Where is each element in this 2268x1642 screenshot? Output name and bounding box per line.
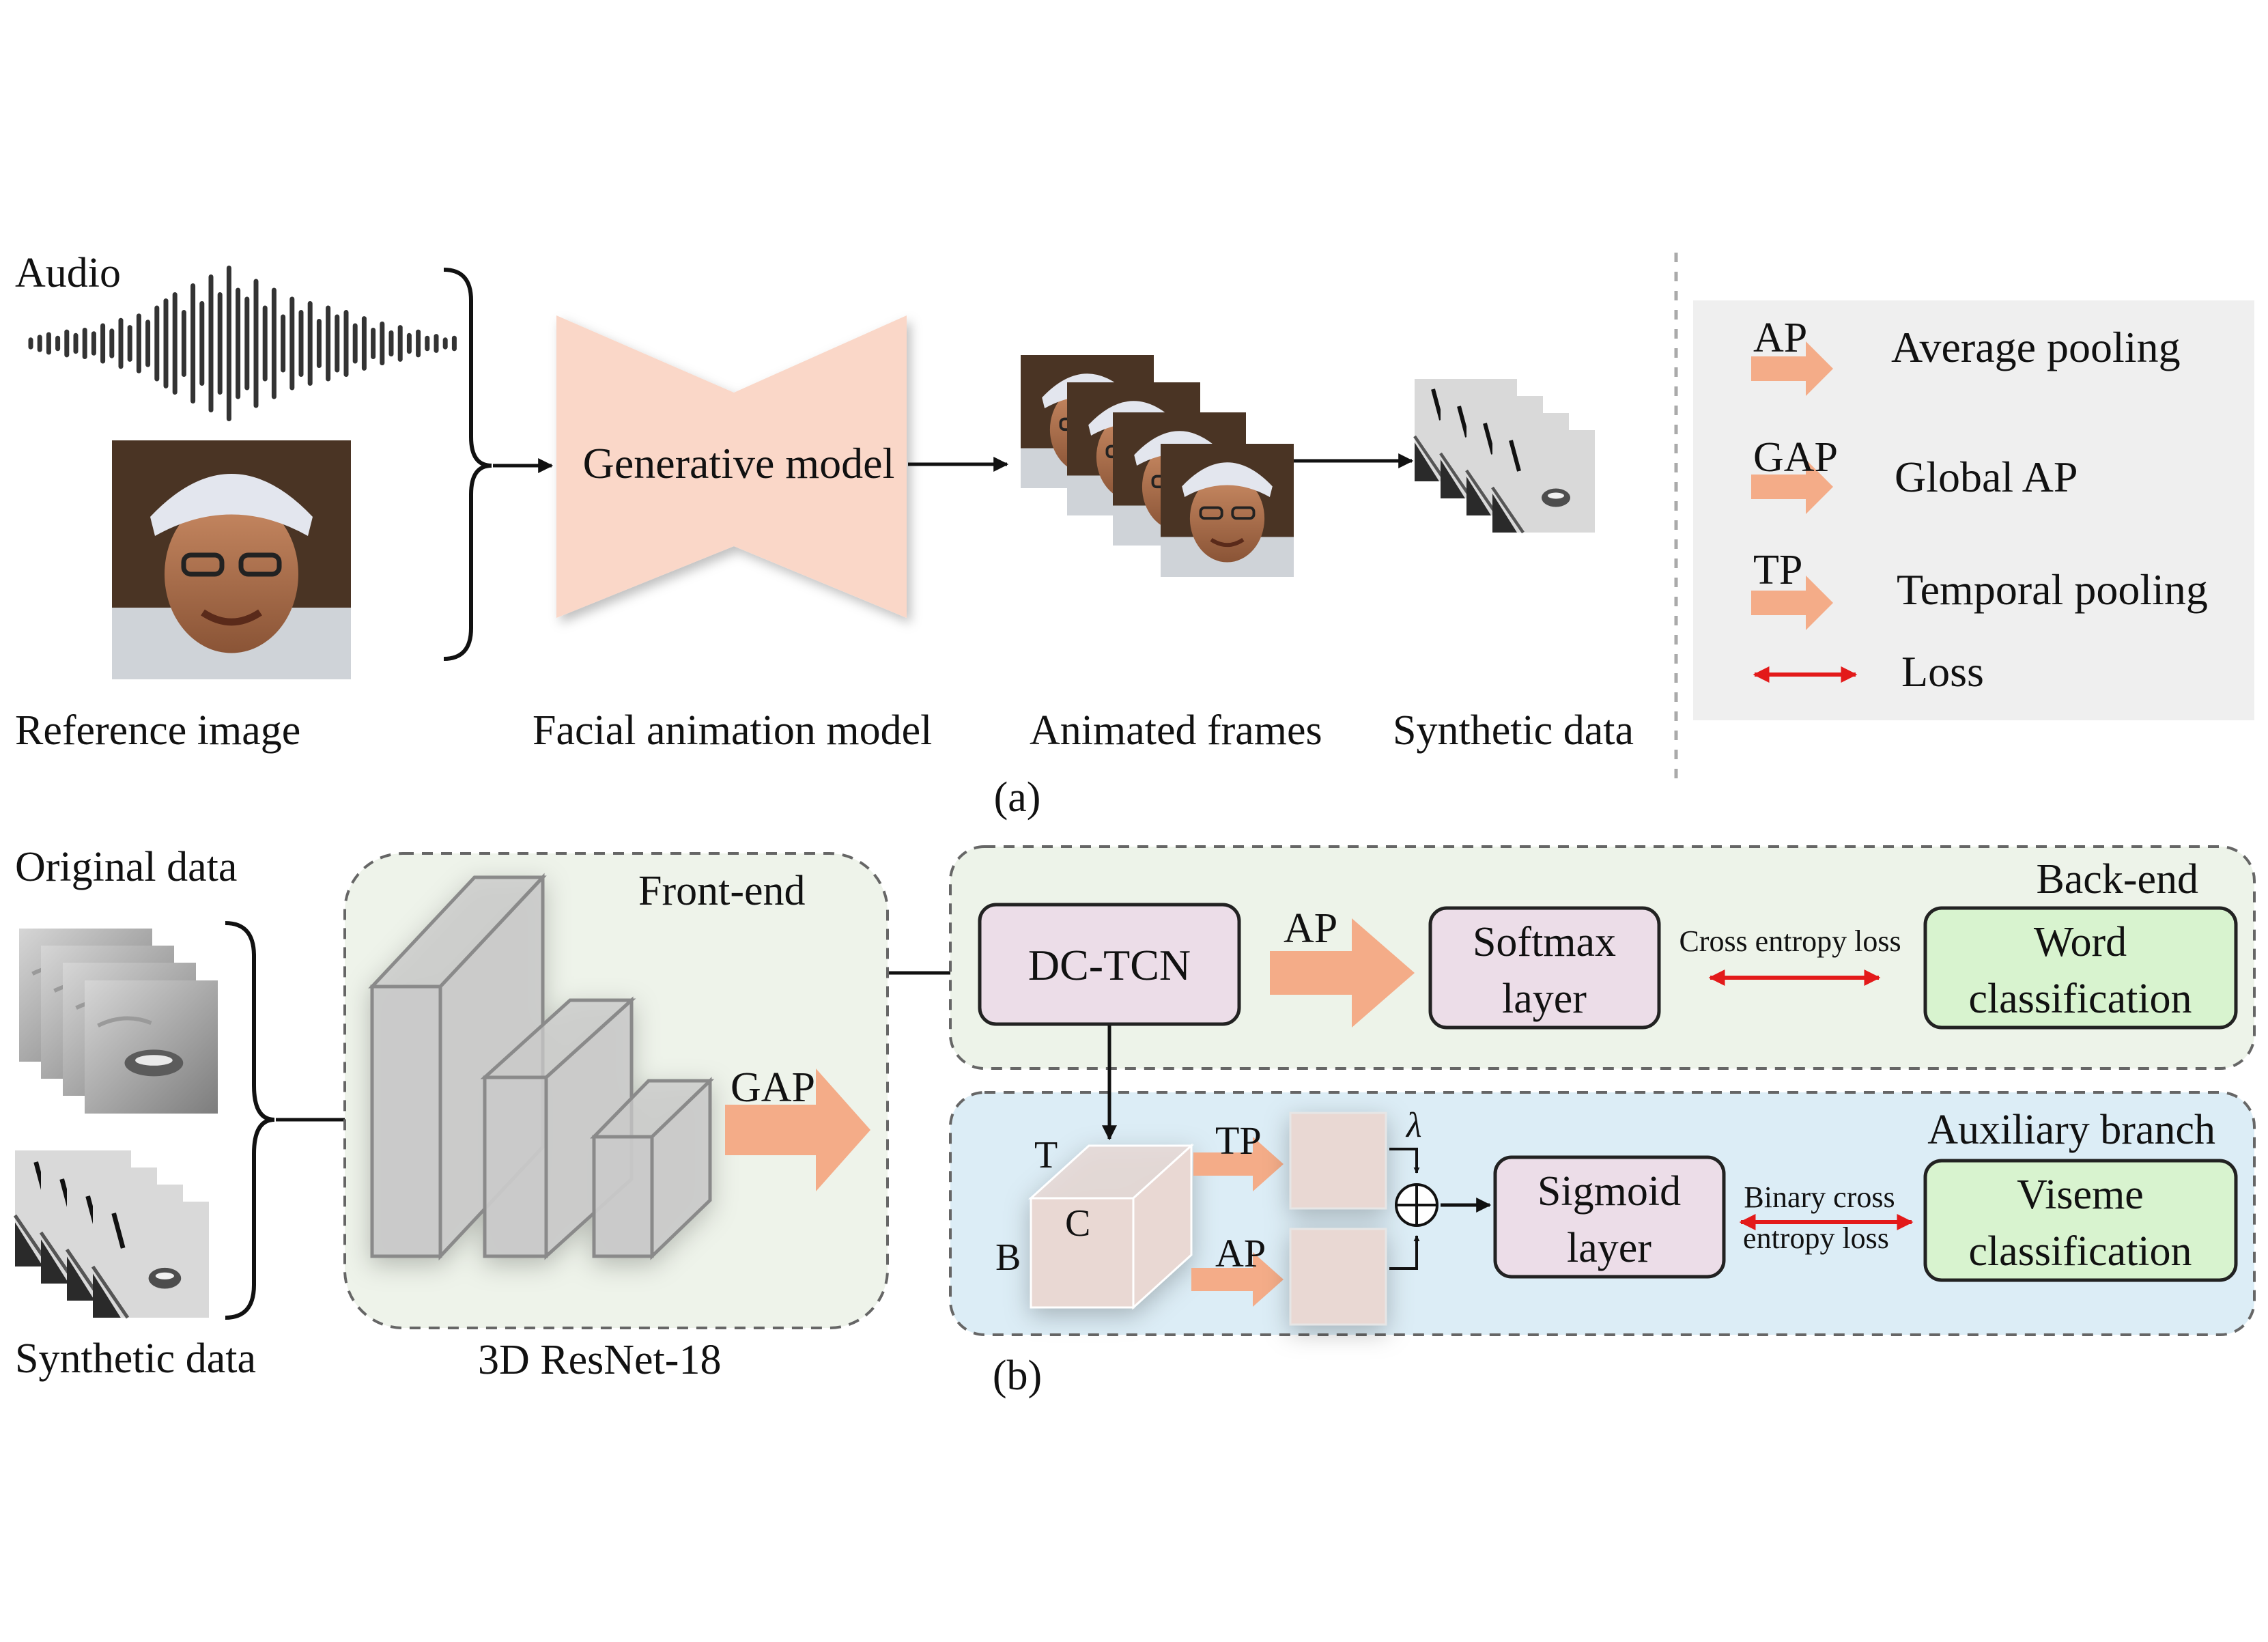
feature-tensor [1028,1143,1194,1310]
legend-tp-desc: Temporal pooling [1897,565,2208,614]
dctcn-label: DC-TCN [1028,941,1191,989]
caption-b: (b) [993,1353,1042,1399]
viseme-line1: Viseme [2017,1172,2144,1218]
legend-item-loss: Loss [1753,647,1984,696]
synthetic-frames [1415,379,1595,533]
original-data-frames [19,929,218,1114]
lambda-label: λ [1405,1106,1422,1145]
viseme-line2: classification [1968,1228,2192,1275]
sigmoid-line1: Sigmoid [1537,1168,1681,1215]
pooled-features [1289,1112,1387,1326]
legend: AP Average pooling GAP Global AP TP Temp… [1693,300,2254,720]
word-line1: Word [2034,919,2127,965]
ap-merge-arrow [1389,1235,1420,1270]
original-data-label: Original data [15,844,237,890]
bce-line1: Binary cross [1744,1180,1895,1214]
tp-arrow [1193,1137,1284,1191]
panel-b: Original data Synthetic data Front-end [15,844,2256,1399]
legend-item-tp: TP Temporal pooling [1751,547,2208,630]
softmax-box [1428,906,1661,1030]
auxiliary-label: Auxiliary branch [1927,1107,2215,1153]
animated-frames [1021,355,1294,577]
legend-gap-abbr: GAP [1753,434,1838,481]
softmax-line2: layer [1502,976,1587,1022]
audio-waveform-icon [28,266,457,421]
ap-label-backend: AP [1284,905,1337,952]
legend-ap-desc: Average pooling [1891,323,2181,371]
input-brace [443,268,492,661]
legend-gap-desc: Global AP [1895,453,2078,501]
tp-label: TP [1215,1118,1262,1163]
word-line2: classification [1968,976,2192,1022]
ap-label-aux: AP [1215,1231,1266,1275]
synthetic-data-frames [15,1150,209,1318]
caption-a: (a) [994,774,1041,821]
c-label: C [1065,1202,1090,1245]
resnet-blocks [368,873,715,1261]
generative-model-shape [556,315,907,618]
backend-label: Back-end [2036,856,2198,903]
t-label: T [1034,1134,1058,1176]
facial-animation-label: Facial animation model [533,707,932,754]
legend-item-gap: GAP Global AP [1751,434,2078,514]
sigmoid-box [1493,1155,1726,1279]
frontend-label: Front-end [638,868,806,914]
sum-operator-icon [1395,1183,1438,1227]
softmax-line1: Softmax [1473,919,1616,965]
cross-entropy-label: Cross entropy loss [1679,924,1901,958]
synthetic-data-label-b: Synthetic data [15,1335,256,1382]
ap-arrow-backend [1270,918,1415,1028]
lambda-arrow [1389,1148,1420,1174]
generative-model-label: Generative model [583,439,895,487]
gap-arrow [725,1068,870,1191]
ap-arrow-aux [1191,1252,1284,1307]
synthetic-data-label-a: Synthetic data [1393,707,1634,754]
animated-frames-label: Animated frames [1030,707,1322,754]
sigmoid-line2: layer [1567,1225,1652,1271]
word-classification-box [1923,906,2238,1030]
bce-line2: entropy loss [1743,1221,1889,1255]
audio-label: Audio [15,250,121,296]
legend-item-ap: AP Average pooling [1751,315,2181,396]
legend-loss-desc: Loss [1901,647,1984,696]
reference-image [112,440,351,679]
input-brace-b [225,921,275,1320]
b-label: B [995,1236,1021,1279]
dctcn-box [978,903,1241,1026]
legend-tp-abbr: TP [1753,547,1802,593]
viseme-classification-box [1923,1159,2238,1282]
resnet-label: 3D ResNet-18 [478,1337,721,1383]
panel-a: Audio Reference image Generative model F… [15,250,1634,821]
gap-label: GAP [731,1064,815,1111]
legend-ap-abbr: AP [1753,315,1807,361]
reference-image-label: Reference image [15,707,300,754]
